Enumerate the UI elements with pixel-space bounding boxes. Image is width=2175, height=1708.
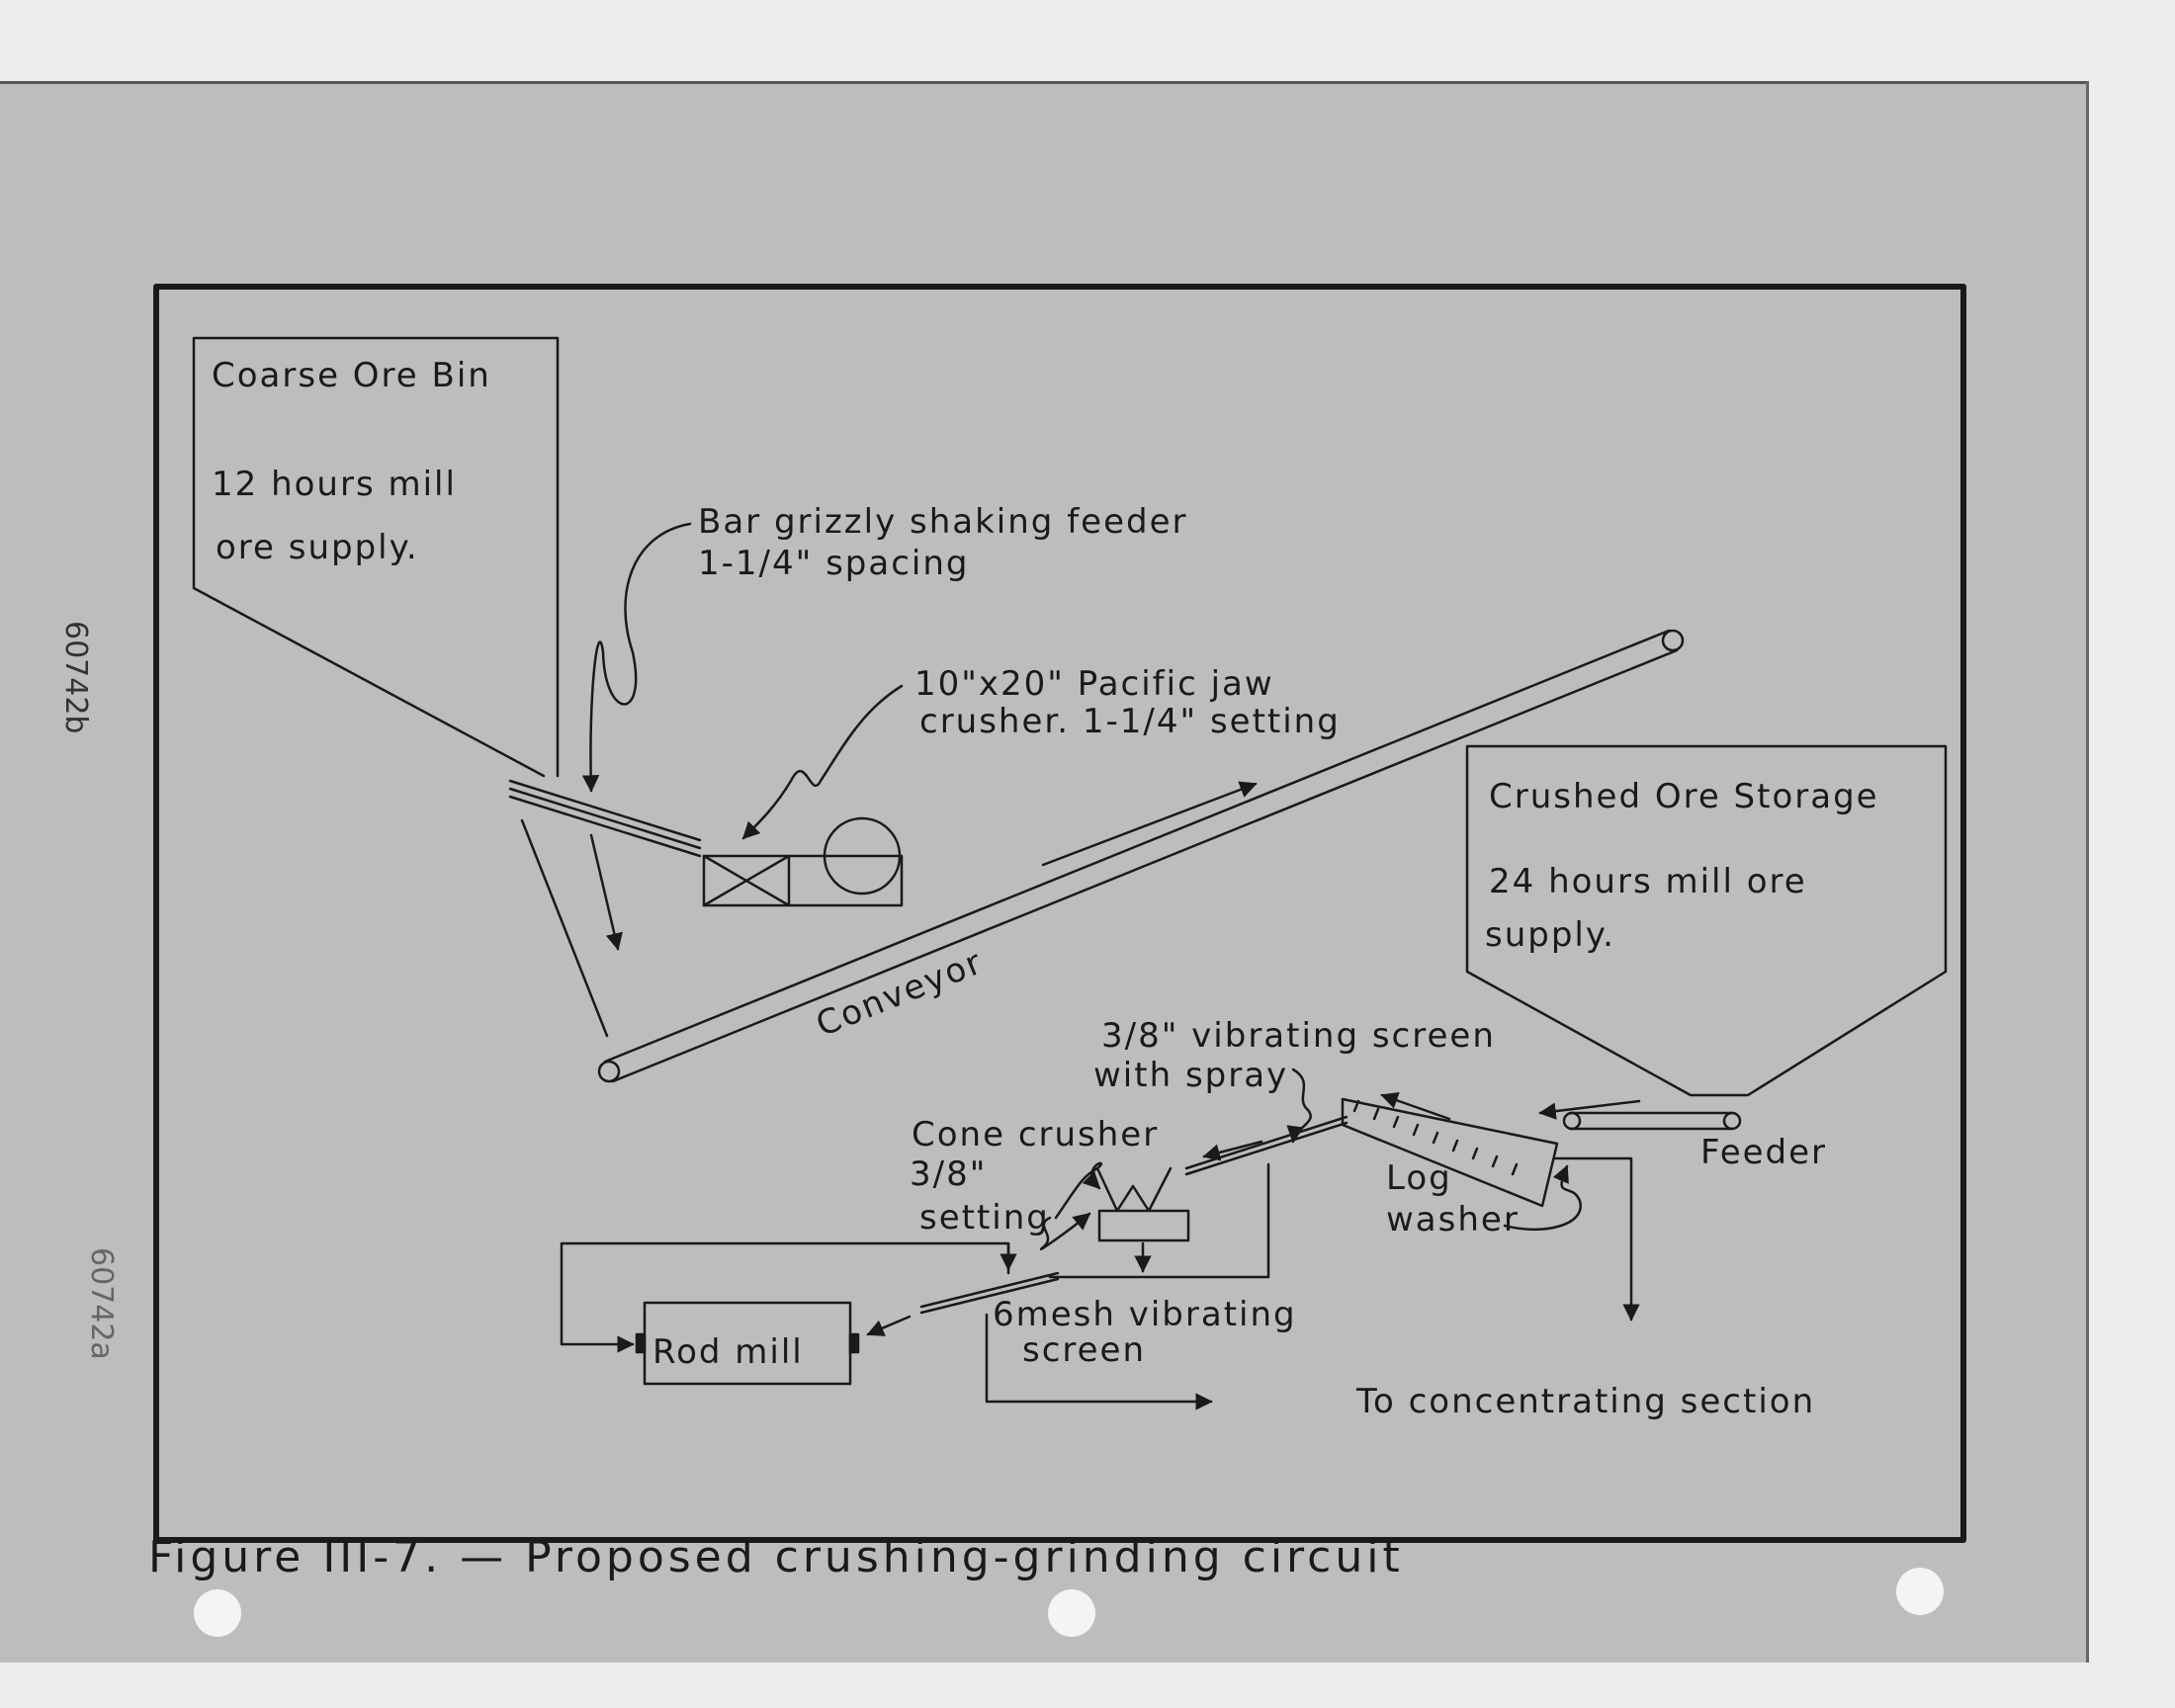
to-concentrating-line (1552, 1156, 1640, 1322)
fine-bin-supply-line2: supply. (1485, 915, 1615, 955)
jaw-crusher-label-line2: crusher. 1-1/4" setting (919, 702, 1341, 741)
sheet-right-edge (2086, 81, 2089, 1663)
diagram-frame (153, 284, 1966, 1543)
screen-6-undersize-line (985, 1313, 1213, 1410)
grizzly-feeder (508, 779, 702, 858)
screen-3-8-undersize (1048, 1162, 1270, 1279)
cone-leader (1054, 1161, 1103, 1220)
screen-6-label-line2: screen (1022, 1330, 1147, 1370)
binder-hole-left (194, 1589, 241, 1637)
undersize-arrow (589, 833, 623, 951)
sheet-top-edge (0, 81, 2088, 84)
setting-leader (1039, 1212, 1091, 1250)
feeder-label: Feeder (1700, 1133, 1828, 1172)
coarse-bin-supply-line2: ore supply. (216, 528, 419, 567)
binder-hole-right (1896, 1568, 1944, 1615)
fine-bin-supply-line1: 24 hours mill ore (1489, 862, 1807, 901)
figure-caption: Figure III-7. — Proposed crushing-grindi… (148, 1532, 1404, 1582)
log-washer-label-line2: washer (1386, 1200, 1520, 1239)
margin-stamp-lower: 60742a (84, 1247, 119, 1360)
margin-stamp-upper: 60742b (58, 621, 93, 734)
cone-crusher (1095, 1166, 1190, 1242)
conveyor-direction-arrow (1041, 781, 1258, 867)
concentrating-label: To concentrating section (1356, 1382, 1816, 1421)
coarse-bin-title: Coarse Ore Bin (212, 356, 491, 395)
crushed-ore-bin (1465, 744, 1948, 1097)
cone-crusher-label-line1: Cone crusher (912, 1115, 1160, 1154)
log-washer-leader (1503, 1164, 1582, 1232)
log-washer (1341, 1097, 1559, 1208)
log-washer-return-arrow (1380, 1091, 1451, 1121)
screen-3-8-arrow (1202, 1140, 1263, 1161)
fine-ore-feeder (1562, 1111, 1742, 1131)
feeder-arrow (1538, 1099, 1641, 1120)
paper-sheet (0, 81, 2088, 1663)
grizzly-leader (581, 522, 692, 793)
screen-38-label-line1: 3/8" vibrating screen (1101, 1016, 1496, 1056)
spray-leader (1286, 1068, 1312, 1144)
log-washer-label-line1: Log (1386, 1158, 1452, 1198)
jaw-crusher (702, 816, 904, 907)
rod-mill-label: Rod mill (652, 1332, 804, 1372)
coarse-ore-bin (192, 336, 560, 778)
jaw-crusher-label-line1: 10"x20" Pacific jaw (914, 664, 1274, 704)
cone-crusher-label-line3: setting (919, 1198, 1050, 1238)
jaw-leader (741, 684, 904, 840)
grizzly-label-line1: Bar grizzly shaking feeder (698, 502, 1188, 542)
screen-3-8 (1184, 1115, 1348, 1176)
rod-mill-recirculation (560, 1241, 1010, 1353)
cone-crusher-label-line2: 3/8" (910, 1154, 988, 1194)
rod-mill (635, 1301, 860, 1386)
conveyor-belt (597, 629, 1685, 1083)
screen-38-label-line2: with spray (1093, 1056, 1289, 1095)
screen-6-mesh (919, 1271, 1060, 1315)
grizzly-label-line2: 1-1/4" spacing (698, 544, 970, 583)
screen-6-label-line1: 6mesh vibrating (993, 1295, 1297, 1334)
screen-6-oversize-arrow (866, 1315, 912, 1336)
fine-bin-title: Crushed Ore Storage (1489, 777, 1879, 816)
binder-hole-center (1048, 1589, 1095, 1637)
bin-discharge-left (520, 818, 609, 1038)
coarse-bin-supply-line1: 12 hours mill (212, 465, 457, 504)
